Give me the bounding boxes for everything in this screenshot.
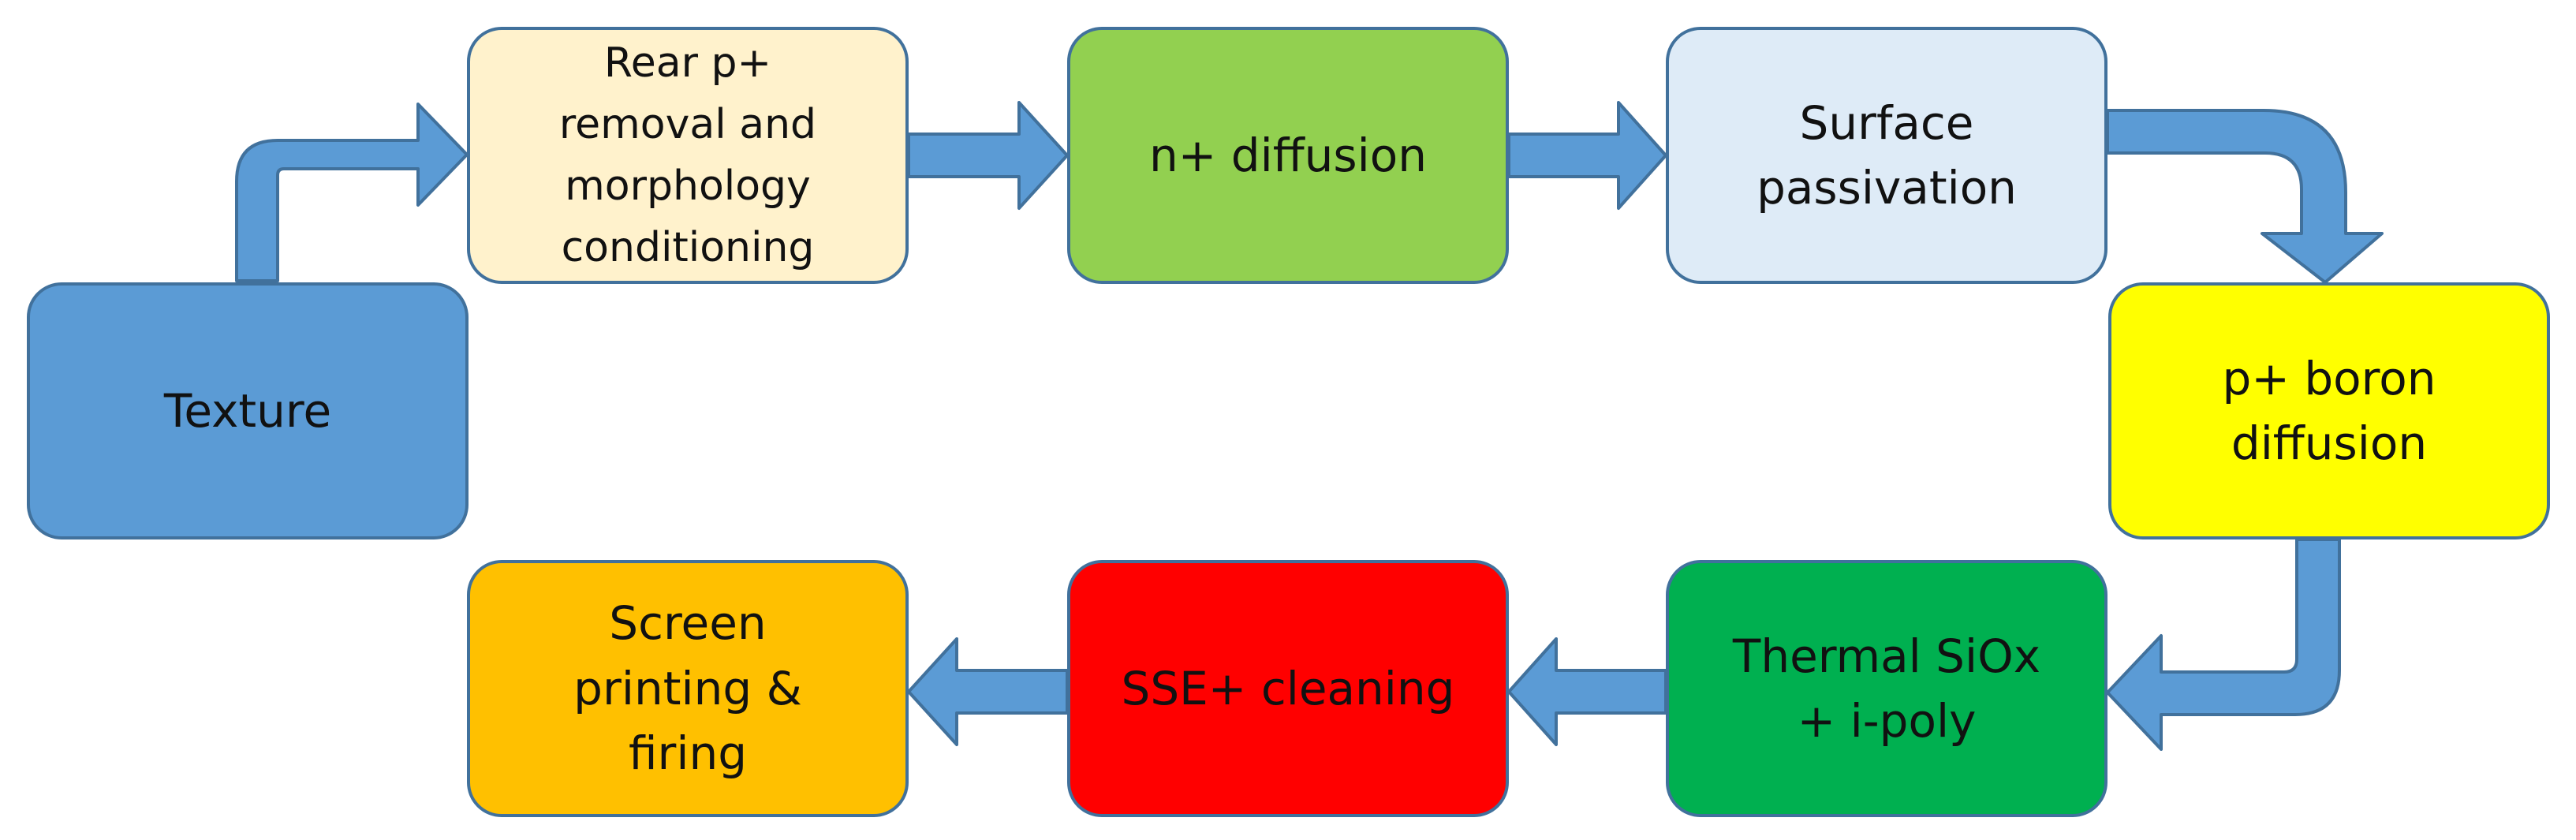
- step-n-diffusion-label: n+ diffusion: [1148, 128, 1428, 182]
- arrow-texture-to-rear: [235, 103, 469, 282]
- step-screen-printing-label: Screen printing & firing: [573, 596, 802, 781]
- arrow-sse-to-screen: [907, 637, 1069, 746]
- step-sse-cleaning: SSE+ cleaning: [1067, 560, 1509, 817]
- arrow-pboron-to-thermal: [2106, 538, 2341, 751]
- arrow-thermal-to-sse: [1507, 637, 1667, 746]
- arrow-surface-to-pboron: [2106, 109, 2384, 284]
- step-thermal-siox-label: Thermal SiOx + i-poly: [1732, 629, 2041, 748]
- step-rear-p-removal-label: Rear p+ removal and morphology condition…: [558, 39, 817, 271]
- step-texture: Texture: [27, 282, 469, 539]
- step-surface-passivation-label: Surface passivation: [1757, 95, 2017, 215]
- step-n-diffusion: n+ diffusion: [1067, 27, 1509, 284]
- step-screen-printing: Screen printing & firing: [467, 560, 909, 817]
- step-thermal-siox: Thermal SiOx + i-poly: [1666, 560, 2107, 817]
- step-rear-p-removal: Rear p+ removal and morphology condition…: [467, 27, 909, 284]
- step-surface-passivation: Surface passivation: [1666, 27, 2107, 284]
- arrow-rear-to-ndiff: [907, 101, 1069, 210]
- step-p-boron-diffusion-label: p+ boron diffusion: [2222, 351, 2436, 470]
- step-p-boron-diffusion: p+ boron diffusion: [2108, 282, 2550, 539]
- step-sse-cleaning-label: SSE+ cleaning: [1121, 661, 1455, 715]
- arrow-ndiff-to-surface: [1507, 101, 1667, 210]
- step-texture-label: Texture: [163, 383, 332, 438]
